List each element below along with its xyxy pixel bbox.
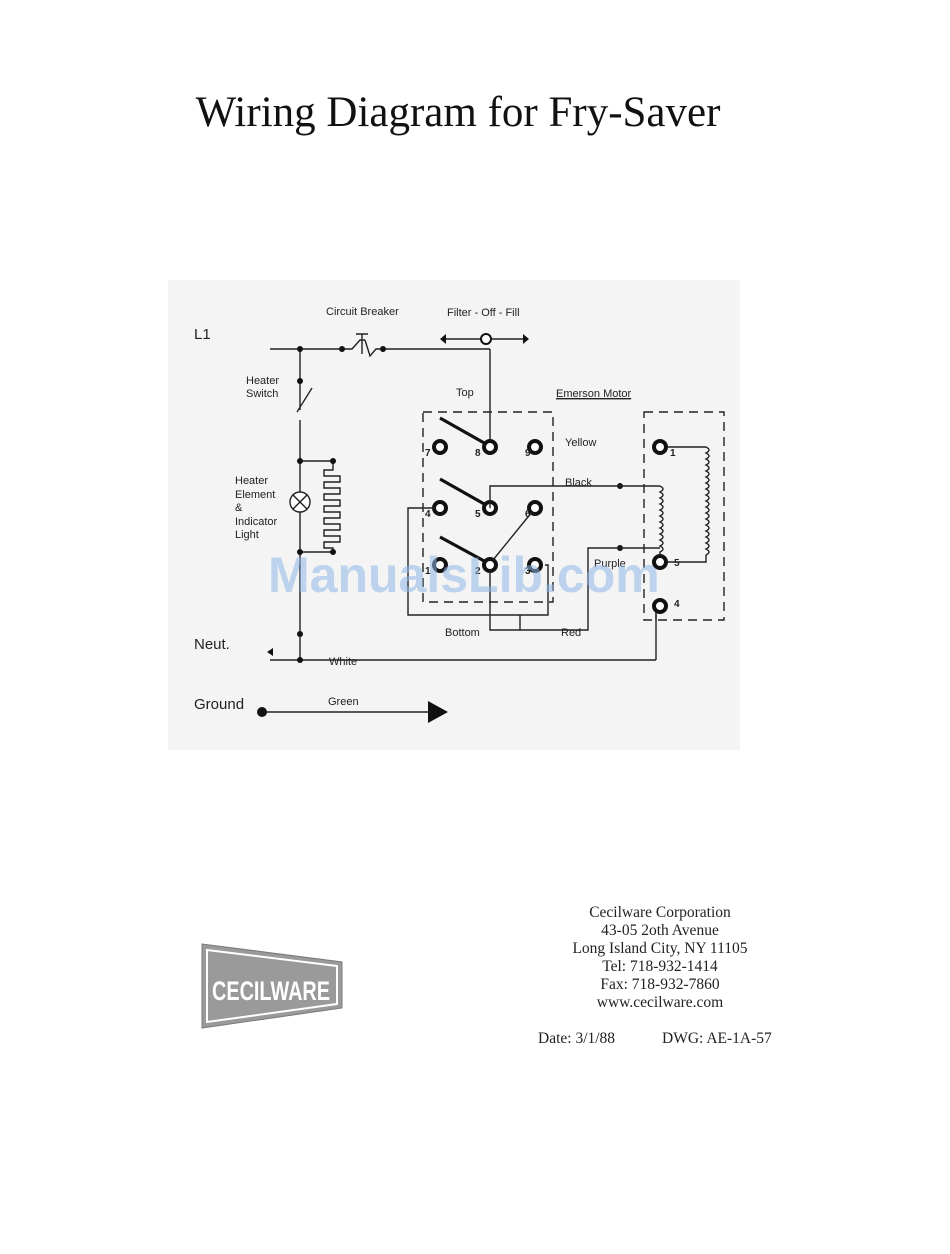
- terminal-label-4: 4: [425, 509, 431, 520]
- heater-switch-blade: [296, 387, 313, 413]
- motor-winding-right: [668, 446, 710, 563]
- label-l1: L1: [194, 326, 211, 343]
- motor-label-5: 5: [674, 558, 680, 569]
- drawing-date: Date: 3/1/88: [538, 1030, 616, 1047]
- terminal-label-2: 2: [475, 566, 481, 577]
- motor-label-4: 4: [674, 599, 680, 610]
- label-filter-off-fill: Filter - Off - Fill: [447, 307, 520, 319]
- switch-terminal-7: [432, 439, 448, 455]
- label-white: White: [329, 656, 357, 668]
- label-ground: Ground: [194, 696, 244, 713]
- ground-dot: [257, 707, 267, 717]
- filter-arrow-left: [440, 334, 446, 344]
- watermark-text: ManualsLib.com: [268, 547, 660, 603]
- label-emerson-motor: Emerson Motor: [556, 388, 632, 400]
- wire-6-to-2: [492, 511, 533, 561]
- label-heater-element-5: Light: [235, 529, 259, 541]
- neutral-arrow: [267, 648, 273, 656]
- wire-bottom: [407, 507, 549, 616]
- switch-terminal-3: [527, 557, 543, 573]
- label-heater-element: Heater: [235, 475, 268, 487]
- label-heater-element-3: &: [235, 502, 243, 514]
- label-top: Top: [456, 387, 474, 399]
- company-name: Cecilware Corporation: [589, 904, 731, 921]
- label-green: Green: [328, 696, 359, 708]
- terminal-label-9: 9: [525, 448, 531, 459]
- label-yellow: Yellow: [565, 437, 596, 449]
- label-circuit-breaker: Circuit Breaker: [326, 306, 399, 318]
- switch-blade-top: [439, 416, 487, 446]
- terminal-label-7: 7: [425, 448, 431, 459]
- switch-terminal-1: [432, 557, 448, 573]
- company-city: Long Island City, NY 11105: [572, 940, 748, 957]
- motor-label-1: 1: [670, 448, 676, 459]
- terminal-label-6: 6: [525, 509, 531, 520]
- page-title: Wiring Diagram for Fry-Saver: [195, 89, 721, 136]
- terminal-label-8: 8: [475, 448, 481, 459]
- filter-selector-knob: [480, 333, 492, 345]
- filter-arrow-right: [523, 334, 529, 344]
- selector-switch-box: [422, 411, 554, 603]
- terminal-label-5: 5: [475, 509, 481, 520]
- terminal-label-3: 3: [525, 566, 531, 577]
- heater-element-coil: [300, 460, 341, 553]
- motor-terminal-1: [652, 439, 668, 455]
- company-address: Cecilware Corporation 43-05 2oth Avenue …: [530, 904, 790, 1012]
- switch-blade-bottom: [439, 535, 487, 564]
- company-fax: Fax: 718-932-7860: [600, 976, 720, 993]
- company-website[interactable]: www.cecilware.com: [596, 994, 724, 1011]
- cecilware-logo: CECILWARE: [201, 943, 343, 1029]
- label-red: Red: [561, 627, 581, 639]
- label-heater-switch-2: Switch: [246, 388, 278, 400]
- label-black: Black: [565, 477, 592, 489]
- wire-black: [489, 485, 660, 508]
- logo-text: CECILWARE: [212, 976, 330, 1006]
- motor-box: [643, 411, 725, 621]
- switch-terminal-6: [527, 500, 543, 516]
- ground-arrow: [428, 701, 448, 723]
- company-tel: Tel: 718-932-1414: [602, 958, 718, 975]
- label-heater-element-2: Element: [235, 489, 275, 501]
- label-neut: Neut.: [194, 636, 230, 653]
- label-purple: Purple: [594, 558, 626, 570]
- terminal-label-1: 1: [425, 566, 431, 577]
- switch-terminal-9: [527, 439, 543, 455]
- drawing-number: DWG: AE-1A-57: [662, 1030, 772, 1047]
- circuit-breaker-symbol: [342, 333, 383, 358]
- motor-terminal-4: [652, 598, 668, 614]
- wire-purple: [489, 547, 660, 631]
- switch-blade-middle: [439, 477, 487, 507]
- label-heater-switch: Heater: [246, 375, 279, 387]
- label-bottom: Bottom: [445, 627, 480, 639]
- company-street: 43-05 2oth Avenue: [601, 922, 719, 939]
- switch-terminal-8: [482, 439, 498, 455]
- label-heater-element-4: Indicator: [235, 516, 278, 528]
- motor-winding-left: [658, 485, 664, 556]
